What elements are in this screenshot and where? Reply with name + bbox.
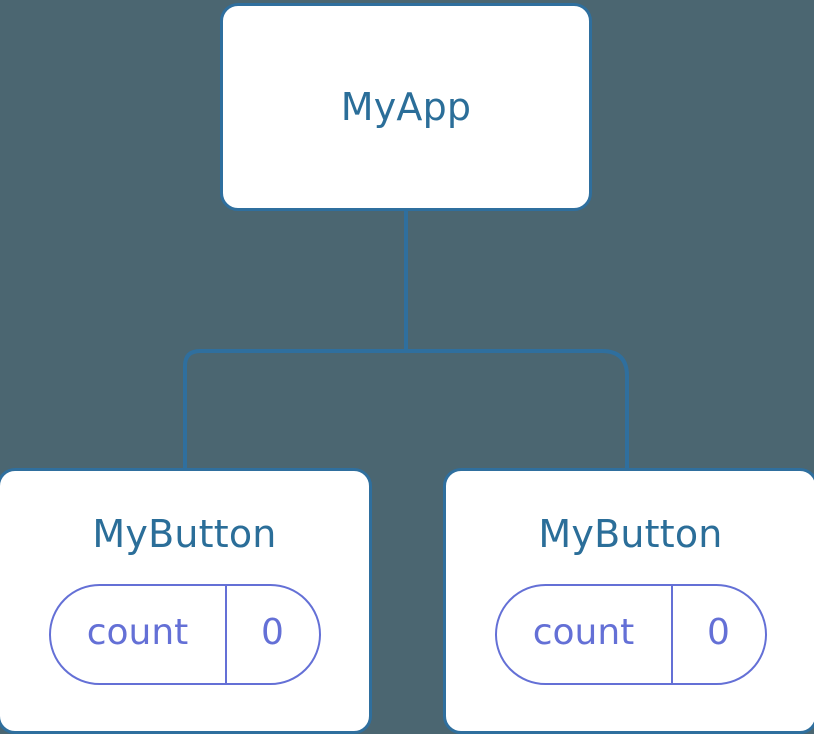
state-value: 0 bbox=[670, 586, 765, 683]
state-key: count bbox=[532, 612, 635, 653]
edge-to-right-child bbox=[406, 349, 629, 470]
state-pill-count[interactable]: count 0 bbox=[494, 584, 767, 685]
state-pill-count[interactable]: count 0 bbox=[48, 584, 321, 685]
node-title: MyApp bbox=[340, 85, 472, 129]
edge-to-left-child bbox=[183, 349, 406, 470]
state-value: 0 bbox=[224, 586, 319, 683]
node-mybutton-left[interactable]: MyButton count 0 bbox=[0, 468, 372, 734]
node-title: MyButton bbox=[92, 512, 277, 556]
state-key: count bbox=[86, 612, 189, 653]
node-mybutton-right[interactable]: MyButton count 0 bbox=[443, 468, 814, 734]
node-title: MyButton bbox=[538, 512, 723, 556]
node-myapp[interactable]: MyApp bbox=[220, 3, 592, 211]
